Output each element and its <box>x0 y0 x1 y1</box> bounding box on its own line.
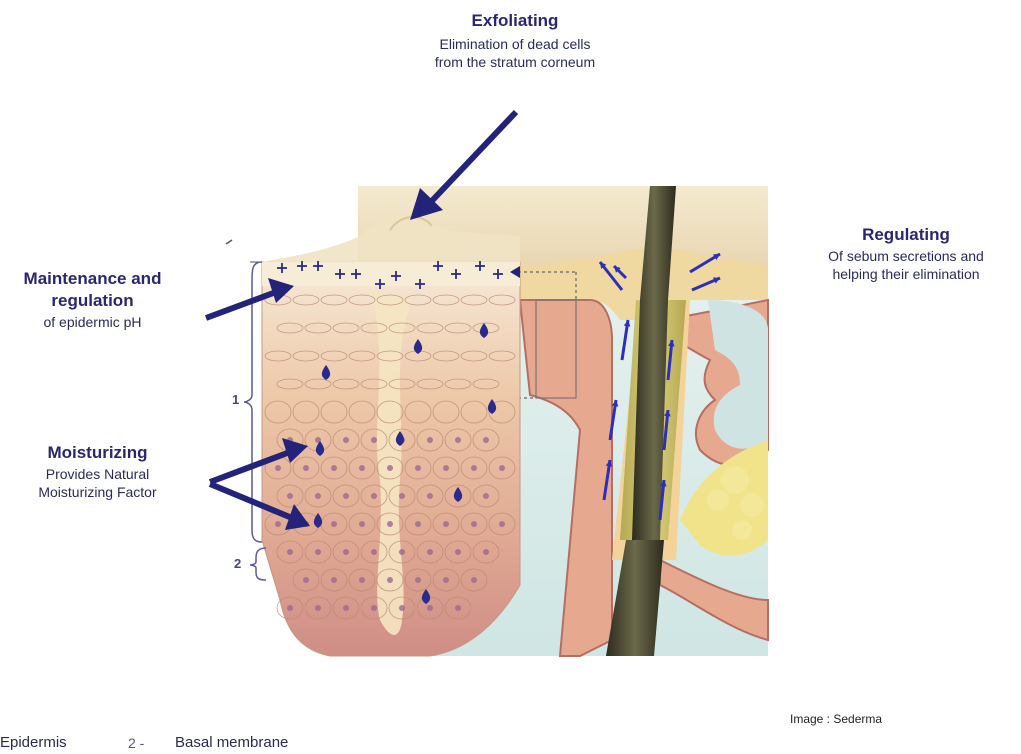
cell-nucleus <box>443 465 449 471</box>
cell-nucleus <box>427 549 433 555</box>
cell-nucleus <box>427 605 433 611</box>
cell-nucleus <box>387 577 393 583</box>
cell-nucleus <box>359 465 365 471</box>
cell-nucleus <box>455 605 461 611</box>
cell-nucleus <box>387 521 393 527</box>
cell-nucleus <box>331 521 337 527</box>
cell-nucleus <box>315 493 321 499</box>
moisturizing-line-2: Moisturizing Factor <box>0 484 195 502</box>
cell-nucleus <box>371 493 377 499</box>
cell-nucleus <box>315 605 321 611</box>
cell-nucleus <box>483 493 489 499</box>
epidermis-section <box>226 240 520 656</box>
cell-nucleus <box>287 549 293 555</box>
cell-nucleus <box>275 465 281 471</box>
cell-nucleus <box>387 465 393 471</box>
cell-nucleus <box>359 577 365 583</box>
maintenance-label: Maintenance and regulation of epidermic … <box>0 268 185 331</box>
exfoliating-label: Exfoliating Elimination of dead cells fr… <box>380 10 650 72</box>
cell-nucleus <box>427 437 433 443</box>
cell-nucleus <box>455 437 461 443</box>
cell-nucleus <box>287 493 293 499</box>
cell-nucleus <box>343 437 349 443</box>
cell-nucleus <box>415 577 421 583</box>
cell-nucleus <box>443 577 449 583</box>
moisturizing-title: Moisturizing <box>0 442 195 464</box>
maintenance-title-line-2: regulation <box>0 290 185 312</box>
cell-nucleus <box>287 605 293 611</box>
layer-bracket-2 <box>250 548 266 580</box>
regulating-label: Regulating Of sebum secretions and helpi… <box>796 224 1016 284</box>
cell-nucleus <box>427 493 433 499</box>
legend-basal-membrane: Basal membrane <box>175 734 288 751</box>
exfoliating-line-1: Elimination of dead cells <box>380 36 650 54</box>
cell-nucleus <box>499 521 505 527</box>
cell-nucleus <box>371 605 377 611</box>
cell-nucleus <box>371 549 377 555</box>
cell-nucleus <box>455 549 461 555</box>
cell-nucleus <box>399 549 405 555</box>
cell-nucleus <box>331 465 337 471</box>
exfoliating-title: Exfoliating <box>380 10 650 32</box>
exfoliating-line-2: from the stratum corneum <box>380 54 650 72</box>
regulating-title: Regulating <box>796 224 1016 246</box>
cell-nucleus <box>315 549 321 555</box>
layer-marker-1: 1 <box>232 392 239 407</box>
cell-nucleus <box>483 549 489 555</box>
regulating-line-1: Of sebum secretions and <box>796 248 1016 266</box>
cell-nucleus <box>399 493 405 499</box>
cell-nucleus <box>471 465 477 471</box>
image-credit: Image : Sederma <box>790 712 882 726</box>
cell-nucleus <box>359 521 365 527</box>
moisturizing-label: Moisturizing Provides Natural Moisturizi… <box>0 442 195 502</box>
cell-nucleus <box>303 465 309 471</box>
maintenance-title-line-1: Maintenance and <box>0 268 185 290</box>
cell-nucleus <box>399 605 405 611</box>
cell-nucleus <box>499 465 505 471</box>
cell-nucleus <box>343 493 349 499</box>
moisturizing-line-1: Provides Natural <box>0 466 195 484</box>
regulating-line-2: helping their elimination <box>796 266 1016 284</box>
cell-nucleus <box>331 577 337 583</box>
cell-nucleus <box>471 577 477 583</box>
cell-nucleus <box>443 521 449 527</box>
layer-marker-2: 2 <box>234 556 241 571</box>
legend-epidermis: Epidermis <box>0 734 67 751</box>
cell-nucleus <box>343 549 349 555</box>
cell-nucleus <box>343 605 349 611</box>
cell-nucleus <box>483 437 489 443</box>
cell-nucleus <box>275 521 281 527</box>
cell-nucleus <box>471 521 477 527</box>
legend-2-number: 2 - <box>128 735 144 751</box>
cell-nucleus <box>371 437 377 443</box>
maintenance-subtitle: of epidermic pH <box>0 314 185 332</box>
cell-nucleus <box>415 465 421 471</box>
cell-nucleus <box>303 577 309 583</box>
cell-nucleus <box>415 521 421 527</box>
